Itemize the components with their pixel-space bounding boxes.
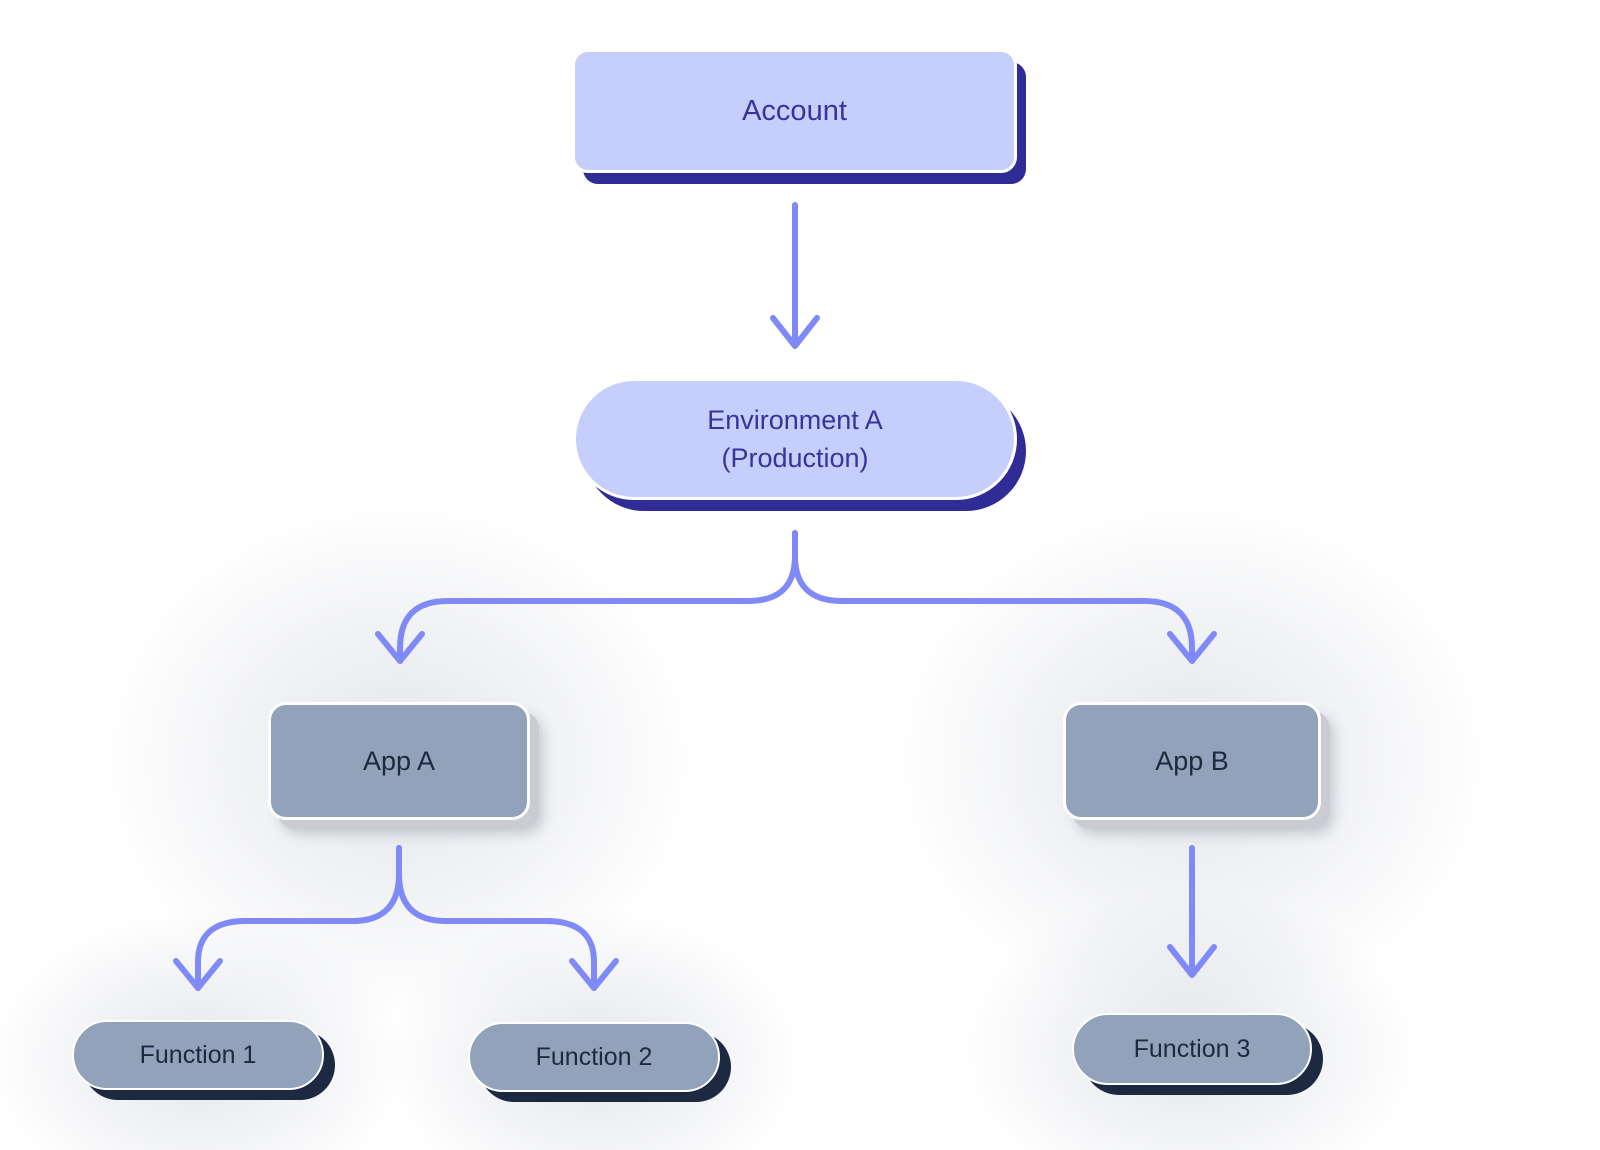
node-app-b-label: App B: [1155, 745, 1229, 776]
node-function-1-label: Function 1: [139, 1040, 257, 1069]
edge-account-environment: [770, 202, 820, 349]
node-function-2: Function 2: [468, 1022, 720, 1092]
node-function-3-label: Function 3: [1133, 1034, 1251, 1063]
node-app-b: App B: [1063, 702, 1321, 820]
node-app-a: App A: [268, 702, 530, 820]
edge-app-a-function-1: [173, 845, 402, 991]
node-environment-label-line1: Environment A: [707, 405, 883, 435]
edge-app-b-function-3: [1167, 845, 1217, 978]
node-function-1: Function 1: [72, 1020, 324, 1090]
edge-environment-app-b: [792, 530, 1217, 664]
node-account-label: Account: [742, 94, 847, 127]
node-account: Account: [572, 49, 1017, 173]
node-function-2-label: Function 2: [535, 1042, 653, 1071]
node-function-3: Function 3: [1072, 1013, 1312, 1085]
node-environment-label-line2: (Production): [721, 443, 869, 473]
edge-environment-app-a: [375, 530, 798, 664]
node-environment: Environment A (Production): [573, 378, 1017, 500]
node-app-a-label: App A: [362, 745, 436, 776]
edge-app-a-function-2: [396, 845, 619, 991]
